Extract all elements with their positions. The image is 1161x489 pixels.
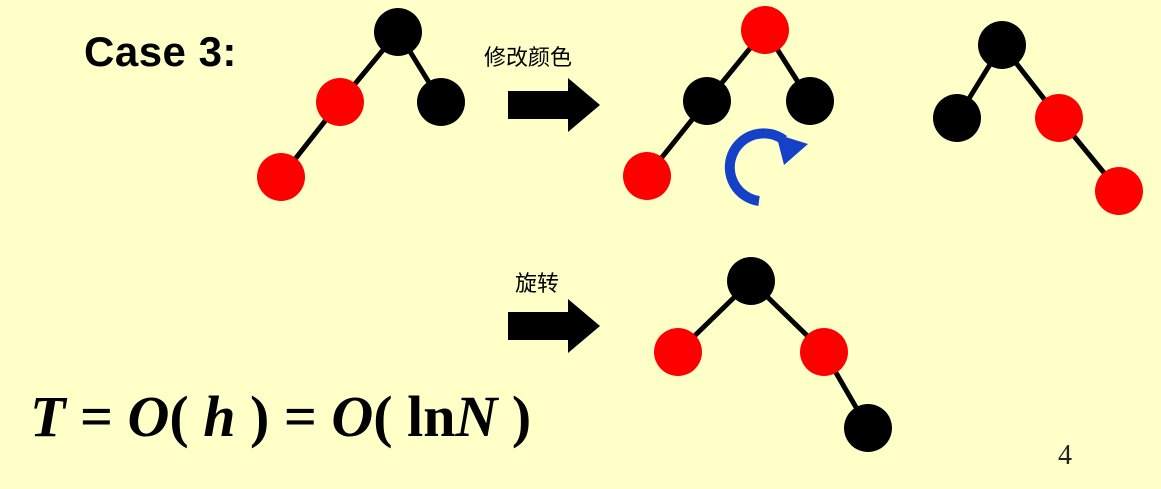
black-node	[683, 77, 731, 125]
black-node	[727, 257, 775, 305]
formula-ln: ln	[407, 384, 456, 449]
rotate-label: 旋转	[515, 272, 560, 297]
black-node	[786, 77, 834, 125]
case-title: Case 3:	[84, 28, 237, 75]
rotation-arrow-icon	[724, 128, 808, 206]
formula-paren: (	[373, 384, 408, 449]
tree-before	[257, 8, 465, 201]
black-node	[933, 94, 981, 142]
formula-paren: )	[235, 384, 270, 449]
red-node	[316, 78, 364, 126]
black-node	[844, 404, 892, 452]
red-node	[741, 6, 789, 54]
red-node	[623, 152, 671, 200]
complexity-formula: T = O( h ) = O( lnN )	[30, 383, 531, 450]
formula-O: O	[331, 384, 374, 449]
formula-N: N	[455, 384, 498, 449]
tree-rotated-right	[933, 21, 1143, 215]
formula-equals: =	[65, 384, 128, 449]
red-node	[654, 328, 702, 376]
formula-O: O	[127, 384, 170, 449]
tree-final	[654, 257, 892, 452]
black-node	[374, 8, 422, 56]
red-node	[1035, 94, 1083, 142]
red-node	[257, 153, 305, 201]
black-node	[417, 78, 465, 126]
tree-recolored	[623, 6, 834, 200]
right-arrow-icon	[508, 299, 600, 353]
formula-paren: )	[497, 384, 532, 449]
black-node	[978, 21, 1026, 69]
page-number: 4	[1058, 440, 1072, 471]
recolor-label: 修改颜色	[484, 46, 573, 71]
formula-equals: =	[269, 384, 332, 449]
formula-paren: (	[169, 384, 204, 449]
right-arrow-icon	[508, 78, 600, 132]
formula-T: T	[30, 384, 66, 449]
red-node	[1095, 167, 1143, 215]
formula-h: h	[203, 384, 236, 449]
red-node	[800, 328, 848, 376]
